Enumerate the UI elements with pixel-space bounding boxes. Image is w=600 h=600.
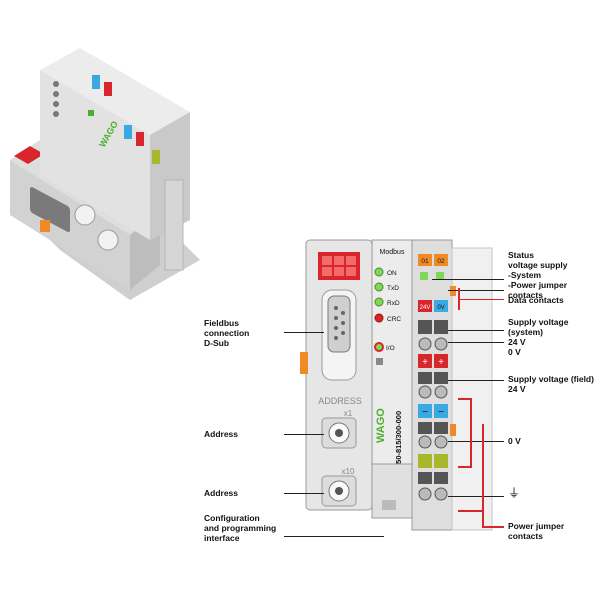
led-on-label: ON	[387, 270, 397, 277]
label-status-3: -System	[508, 270, 542, 280]
terminal-0v-label: 0V	[437, 305, 444, 311]
leader-status-1	[432, 279, 504, 280]
leader-fieldbus	[284, 332, 324, 333]
label-power-jumper: Power jumper contacts	[508, 521, 565, 541]
leader-status-2	[448, 290, 504, 291]
label-config-3: interface	[204, 533, 240, 543]
label-data-contacts: Data contacts	[508, 295, 564, 305]
label-status-4: -Power jumper contacts	[508, 280, 568, 300]
label-status: Status voltage supply -System -Power jum…	[508, 250, 600, 300]
label-supply-system: Supply voltage (system) 24 V 0 V	[508, 317, 600, 357]
label-fieldbus-3: D-Sub	[204, 338, 230, 348]
leader-supply-system-0v	[448, 342, 504, 343]
dial-x10-label: x10	[342, 467, 355, 476]
product-photo: WAGO	[10, 48, 200, 300]
led-rxd	[374, 297, 384, 307]
label-config-2: and programming	[204, 523, 277, 533]
led-txd-label: TxD	[387, 285, 399, 292]
led-header: Modbus	[380, 249, 405, 256]
minus-symbol-2: −	[438, 407, 444, 418]
label-supply-field-1: Supply voltage (field)	[508, 374, 594, 384]
label-fieldbus-2: connection	[204, 328, 250, 338]
power-jumper-mid	[458, 466, 472, 468]
led-on	[374, 267, 384, 277]
led-txd	[374, 282, 384, 292]
leader-address-1	[284, 434, 324, 435]
led-io-label: I/O	[386, 345, 395, 352]
power-jumper-vertical-1	[470, 398, 472, 468]
ground-icon: ⏚	[508, 486, 521, 500]
label-supply-system-3: 0 V	[508, 347, 521, 357]
power-jumper-bottom	[458, 510, 484, 512]
terminal-24v-label: 24V	[420, 305, 431, 311]
module-brand: WAGO	[375, 408, 387, 443]
label-address-1: Address	[204, 429, 239, 439]
plus-symbol-2: +	[438, 357, 444, 368]
led-io	[374, 342, 384, 352]
leader-supply-field	[448, 380, 504, 381]
label-fieldbus-1: Fieldbus	[204, 318, 239, 328]
label-fieldbus: Fieldbus connection D-Sub	[204, 318, 249, 348]
leader-config	[284, 536, 384, 537]
dial-x1-label: x1	[344, 409, 353, 418]
label-address-2: Address	[204, 488, 239, 498]
address-title: ADDRESS	[318, 396, 362, 406]
label-supply-system-2: 24 V	[508, 337, 526, 347]
leader-ground	[448, 496, 504, 497]
terminal-label-02: 02	[437, 258, 445, 265]
leader-address-2	[284, 493, 324, 494]
label-config: Configuration and programming interface	[204, 513, 276, 543]
module-drawing: ADDRESS x1 x10 Modbus ON TxD RxD CRC I/O…	[300, 239, 493, 531]
plus-symbol-1: +	[422, 357, 428, 368]
label-zero-v: 0 V	[508, 436, 521, 446]
label-supply-system-1: Supply voltage (system)	[508, 317, 569, 337]
label-status-2: voltage supply	[508, 260, 568, 270]
data-contact-bracket	[458, 288, 460, 310]
led-crc	[374, 313, 384, 323]
label-supply-field: Supply voltage (field) 24 V	[508, 374, 594, 394]
label-config-1: Configuration	[204, 513, 260, 523]
leader-supply-system	[448, 330, 504, 331]
terminal-label-01: 01	[421, 258, 429, 265]
leader-data-contacts	[458, 299, 504, 300]
label-supply-field-2: 24 V	[508, 384, 526, 394]
label-status-1: Status	[508, 250, 534, 260]
power-jumper-vertical-2	[482, 424, 484, 528]
minus-symbol-1: −	[422, 407, 428, 418]
power-jumper-out	[482, 526, 504, 528]
led-crc-label: CRC	[387, 316, 401, 323]
power-jumper-top	[458, 398, 472, 400]
leader-zero-v	[448, 441, 504, 442]
led-rxd-label: RxD	[387, 300, 400, 307]
module-part-number: 750-815/300-000	[394, 411, 403, 468]
